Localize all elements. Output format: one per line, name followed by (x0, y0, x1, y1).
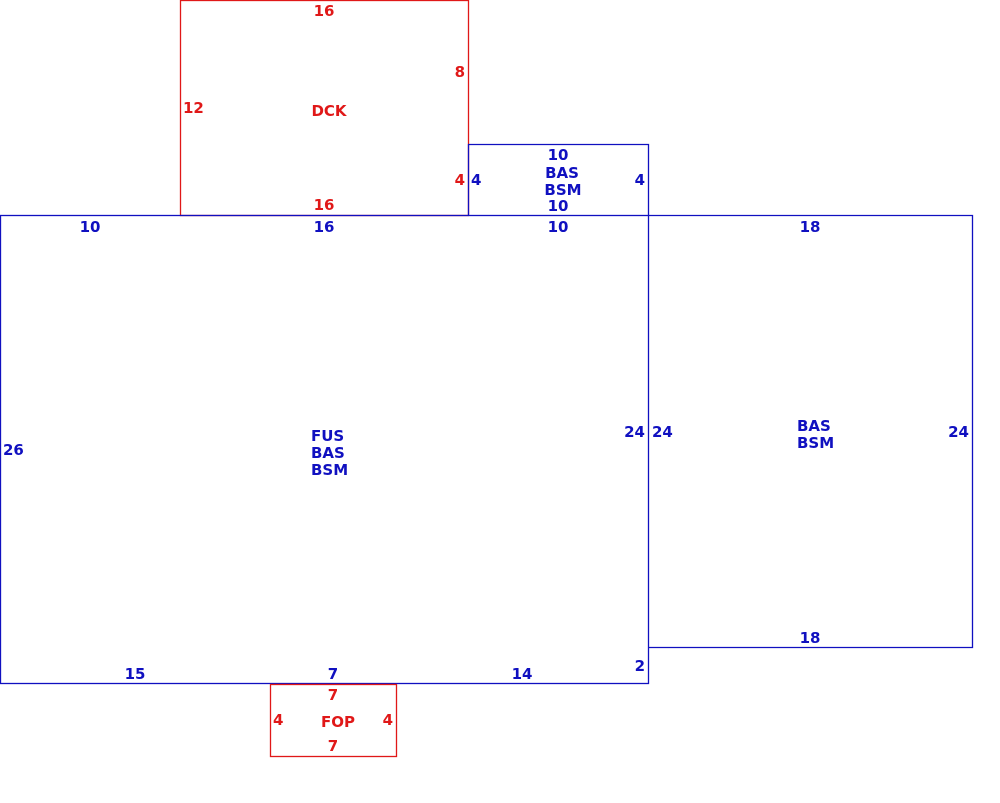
bas-right-area (648, 214, 974, 649)
dck-dim-top: 16 (314, 2, 335, 20)
main-dim-bottom-mid: 7 (328, 665, 338, 683)
bas-small-code-2: BSM (544, 181, 581, 199)
bas-right-dim-right: 24 (948, 423, 969, 441)
dck-dim-right-lower: 4 (455, 171, 465, 189)
main-dim-bottom-left: 15 (125, 665, 146, 683)
main-dim-right-step: 2 (635, 657, 645, 675)
main-code-3: BSM (311, 461, 348, 479)
bas-small-area (467, 143, 650, 216)
main-dim-top-right: 10 (548, 218, 569, 236)
main-dim-top-mid: 16 (314, 218, 335, 236)
bas-small-dim-left: 4 (471, 171, 481, 189)
bas-right-dim-bottom: 18 (800, 629, 821, 647)
dck-dim-right-upper: 8 (455, 63, 465, 81)
main-dim-left: 26 (3, 441, 24, 459)
fop-dim-right: 4 (383, 711, 393, 729)
main-dim-bottom-right: 14 (512, 665, 533, 683)
bas-small-code-1: BAS (545, 164, 579, 182)
fop-outline (269, 683, 398, 758)
main-code-2: BAS (311, 444, 345, 462)
dck-code: DCK (311, 102, 347, 120)
bas-right-dim-left: 24 (652, 423, 673, 441)
fop-dim-top: 7 (328, 686, 338, 704)
dck-dim-left: 12 (183, 99, 204, 117)
bas-right-code-2: BSM (797, 434, 834, 452)
main-dim-right: 24 (624, 423, 645, 441)
main-area (0, 214, 650, 685)
dck-dim-bottom: 16 (314, 196, 335, 214)
main-code-1: FUS (311, 427, 344, 445)
fop-dim-left: 4 (273, 711, 283, 729)
bas-right-outline (648, 214, 974, 649)
fop-dim-bottom: 7 (328, 737, 338, 755)
bas-small-dim-top: 10 (548, 146, 569, 164)
bas-right-dim-top: 18 (800, 218, 821, 236)
main-dim-top-left: 10 (80, 218, 101, 236)
bas-small-dim-right: 4 (635, 171, 645, 189)
bas-small-outline (467, 143, 650, 216)
main-outline (0, 214, 650, 685)
bas-right-code-1: BAS (797, 417, 831, 435)
bas-small-dim-bottom: 10 (548, 197, 569, 215)
fop-code: FOP (321, 713, 355, 731)
fop-area (269, 683, 398, 758)
